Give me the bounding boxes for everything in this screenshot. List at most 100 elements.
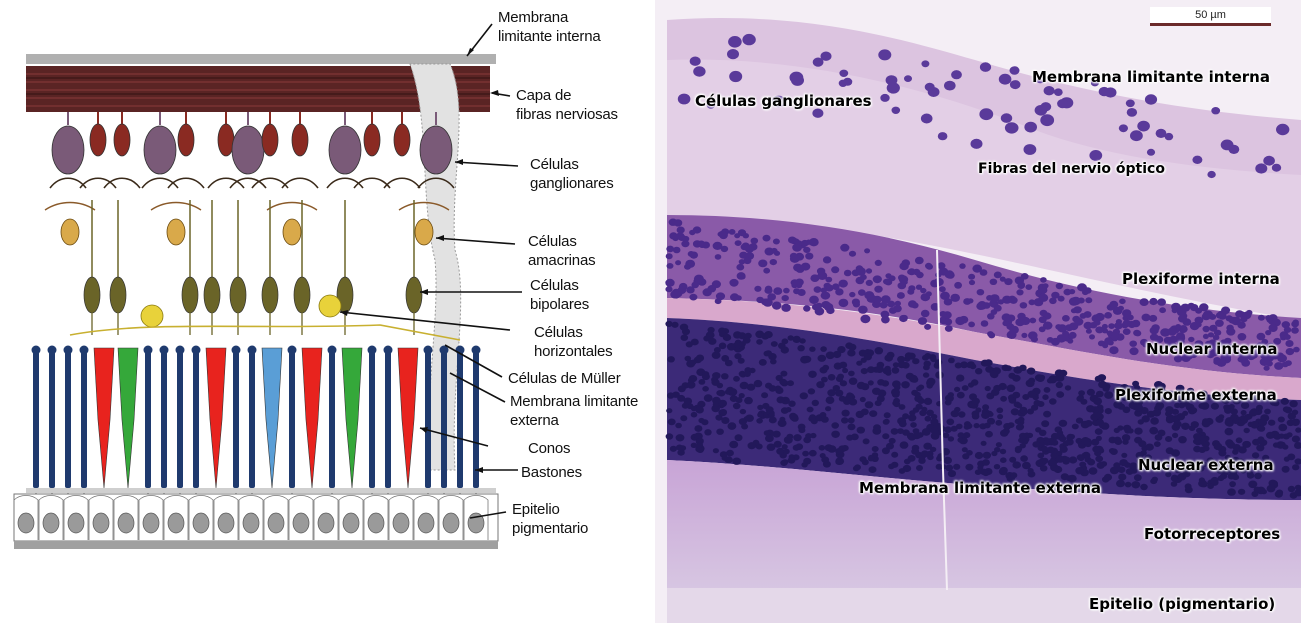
cell-nucleus (1229, 481, 1236, 487)
cell-nucleus (1149, 427, 1158, 435)
bipolar-cell (262, 277, 278, 313)
cell-nucleus (869, 410, 877, 417)
cell-nucleus (677, 450, 684, 456)
cell-nucleus (670, 291, 679, 299)
cone (206, 348, 226, 488)
cell-nucleus (1118, 474, 1126, 481)
cell-nucleus (1285, 340, 1293, 347)
cell-nucleus (1172, 409, 1179, 415)
cell-nucleus (797, 345, 804, 351)
cell-nucleus (1049, 398, 1057, 404)
cell-nucleus (1165, 436, 1172, 442)
cell-nucleus (1054, 88, 1063, 96)
cell-nucleus (756, 339, 763, 345)
cell-nucleus (1039, 287, 1048, 294)
cell-nucleus (1118, 306, 1124, 311)
cell-nucleus (690, 252, 698, 259)
cell-nucleus (1085, 297, 1092, 303)
cell-nucleus (1075, 467, 1084, 474)
cell-nucleus (1263, 156, 1275, 166)
amacrine-cell (415, 219, 433, 245)
cell-nucleus (1175, 324, 1181, 329)
cell-nucleus (930, 418, 938, 425)
cell-nucleus (1058, 296, 1065, 302)
cell-nucleus (944, 426, 952, 433)
rpe-nucleus (18, 513, 34, 533)
cell-nucleus (921, 450, 929, 457)
cell-nucleus (1095, 428, 1103, 435)
cell-nucleus (1076, 418, 1083, 424)
bipolar-cell (294, 277, 310, 313)
cell-nucleus (880, 94, 889, 102)
cell-nucleus (1178, 436, 1187, 443)
cell-nucleus (1292, 464, 1299, 470)
cell-nucleus (680, 324, 688, 331)
cell-nucleus (1057, 99, 1068, 108)
cell-nucleus (1008, 373, 1015, 379)
cell-nucleus (682, 236, 689, 242)
cell-nucleus (1000, 457, 1007, 463)
cell-nucleus (1102, 343, 1108, 348)
cell-nucleus (781, 304, 791, 312)
cell-nucleus (812, 400, 819, 406)
cell-nucleus (740, 409, 746, 414)
cell-nucleus (821, 288, 827, 293)
cell-nucleus (988, 332, 995, 338)
cell-nucleus (767, 444, 776, 451)
ganglion-cell (329, 126, 361, 174)
cell-nucleus (708, 338, 716, 345)
cell-nucleus (1000, 467, 1008, 474)
bipolar-cell (110, 277, 126, 313)
cell-nucleus (1080, 399, 1087, 405)
cell-nucleus (957, 392, 965, 399)
cell-nucleus (1056, 382, 1063, 388)
cell-nucleus (1119, 299, 1126, 305)
cell-nucleus (1051, 433, 1059, 440)
cell-nucleus (1062, 315, 1070, 322)
cell-nucleus (745, 245, 754, 253)
cell-nucleus (1081, 437, 1089, 444)
cell-nucleus (1110, 467, 1119, 475)
rod (249, 352, 255, 488)
cell-nucleus (1289, 400, 1297, 407)
outer-limiting-membrane (26, 488, 496, 493)
cell-nucleus (800, 356, 809, 364)
cell-nucleus (968, 322, 975, 328)
rpe-nucleus (193, 513, 209, 533)
cell-nucleus (805, 253, 813, 260)
cone (342, 348, 362, 488)
cell-nucleus (1005, 316, 1011, 321)
cell-nucleus (725, 360, 733, 367)
cell-nucleus (1090, 322, 1098, 328)
label-hist-opl: Plexiforme externa (1115, 386, 1277, 404)
cell-nucleus (756, 418, 763, 424)
cell-nucleus (937, 453, 945, 459)
cell-nucleus (997, 414, 1003, 419)
rod (425, 352, 431, 488)
cell-nucleus (854, 464, 861, 470)
cell-nucleus (981, 412, 990, 419)
cell-nucleus (866, 268, 872, 273)
cell-nucleus (699, 379, 706, 385)
cell-nucleus (846, 392, 853, 398)
cell-nucleus (806, 240, 812, 245)
cell-nucleus (686, 360, 695, 368)
cell-nucleus (825, 277, 832, 283)
cell-nucleus (808, 371, 817, 378)
label-hist-ganglion: Células ganglionares (695, 92, 872, 110)
cell-nucleus (770, 259, 777, 265)
cell-nucleus (1041, 420, 1049, 427)
cell-nucleus (702, 373, 710, 380)
cell-nucleus (985, 359, 993, 366)
cell-nucleus (1029, 318, 1036, 324)
cell-nucleus (924, 398, 932, 405)
cell-nucleus (686, 341, 693, 347)
cell-nucleus (690, 57, 701, 66)
cell-nucleus (884, 412, 891, 418)
cell-nucleus (1000, 449, 1006, 454)
cell-nucleus (773, 239, 780, 245)
cell-nucleus (872, 446, 879, 452)
cone (262, 348, 282, 488)
cell-nucleus (1085, 420, 1093, 427)
cell-nucleus (972, 398, 980, 405)
